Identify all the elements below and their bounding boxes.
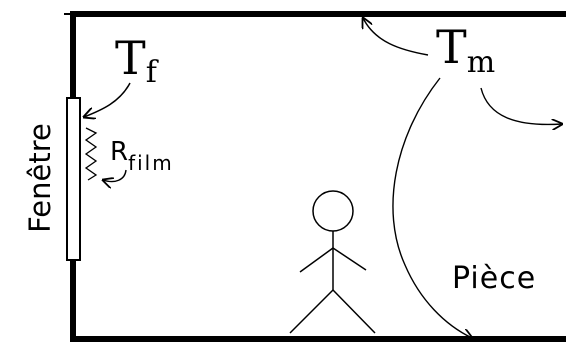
room-label: Pièce <box>452 261 536 296</box>
t-f-label: Tf <box>115 31 159 90</box>
stick-figure-arm-left <box>300 248 333 272</box>
stick-figure-arm-right <box>333 248 366 270</box>
t-f-arrow <box>84 83 130 117</box>
t-f-sub: f <box>146 55 159 90</box>
r-film-base: R <box>110 137 128 167</box>
t-m-arrow-right <box>481 88 562 124</box>
t-f-base: T <box>115 31 146 85</box>
t-m-sub: m <box>467 45 495 80</box>
resistor-zigzag-icon <box>86 128 96 180</box>
r-film-sub: film <box>128 151 174 175</box>
t-m-base: T <box>436 20 467 74</box>
stick-figure-head <box>313 191 353 231</box>
window-label: Fenêtre <box>23 123 57 233</box>
r-film-arrow <box>103 170 126 182</box>
t-m-arrow-down <box>393 78 472 338</box>
stick-figure-icon <box>290 191 375 333</box>
window-pane <box>67 98 80 260</box>
t-m-arrow-top <box>363 18 428 55</box>
r-film-label: Rfilm <box>110 137 174 175</box>
stick-figure-leg-right <box>333 290 375 333</box>
stick-figure-leg-left <box>290 290 333 333</box>
t-m-label: Tm <box>436 20 495 80</box>
